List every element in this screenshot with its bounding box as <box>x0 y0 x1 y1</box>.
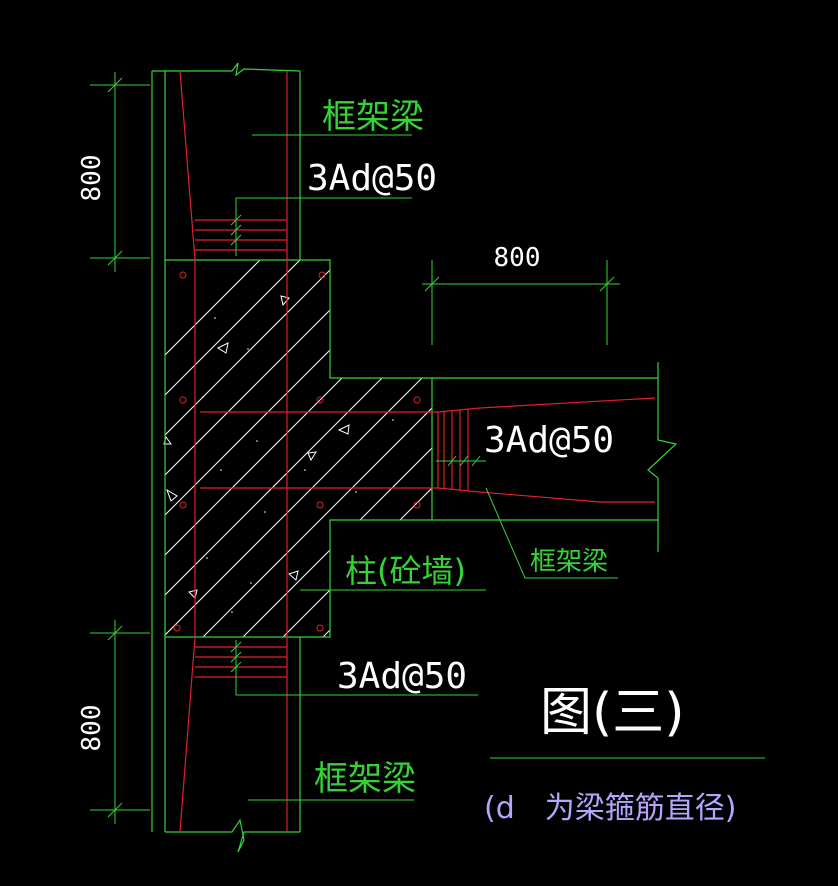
column-label: 柱(砼墙) <box>345 552 466 590</box>
stirrup-label-bottom: 3Ad@50 <box>337 656 467 697</box>
beam-label-right: 框架梁 <box>530 547 608 577</box>
beam-label-bottom: 框架梁 <box>314 759 416 799</box>
leaders <box>236 134 765 801</box>
stirrup-note: (d 为梁箍筋直径) <box>484 791 736 826</box>
dimensions <box>90 72 620 824</box>
concrete-hatch <box>165 260 432 637</box>
aggregate-triangles <box>163 295 350 599</box>
rebar-sections <box>173 271 421 632</box>
dimension-bottom: 800 <box>77 705 107 752</box>
dimension-right: 800 <box>494 243 541 273</box>
beam-label-top: 框架梁 <box>322 97 424 137</box>
dimension-top: 800 <box>77 155 107 202</box>
figure-title: 图(三) <box>540 683 685 743</box>
aggregate-dots <box>202 317 394 613</box>
stirrup-label-top: 3Ad@50 <box>307 158 437 199</box>
stirrup-label-right: 3Ad@50 <box>484 420 614 461</box>
